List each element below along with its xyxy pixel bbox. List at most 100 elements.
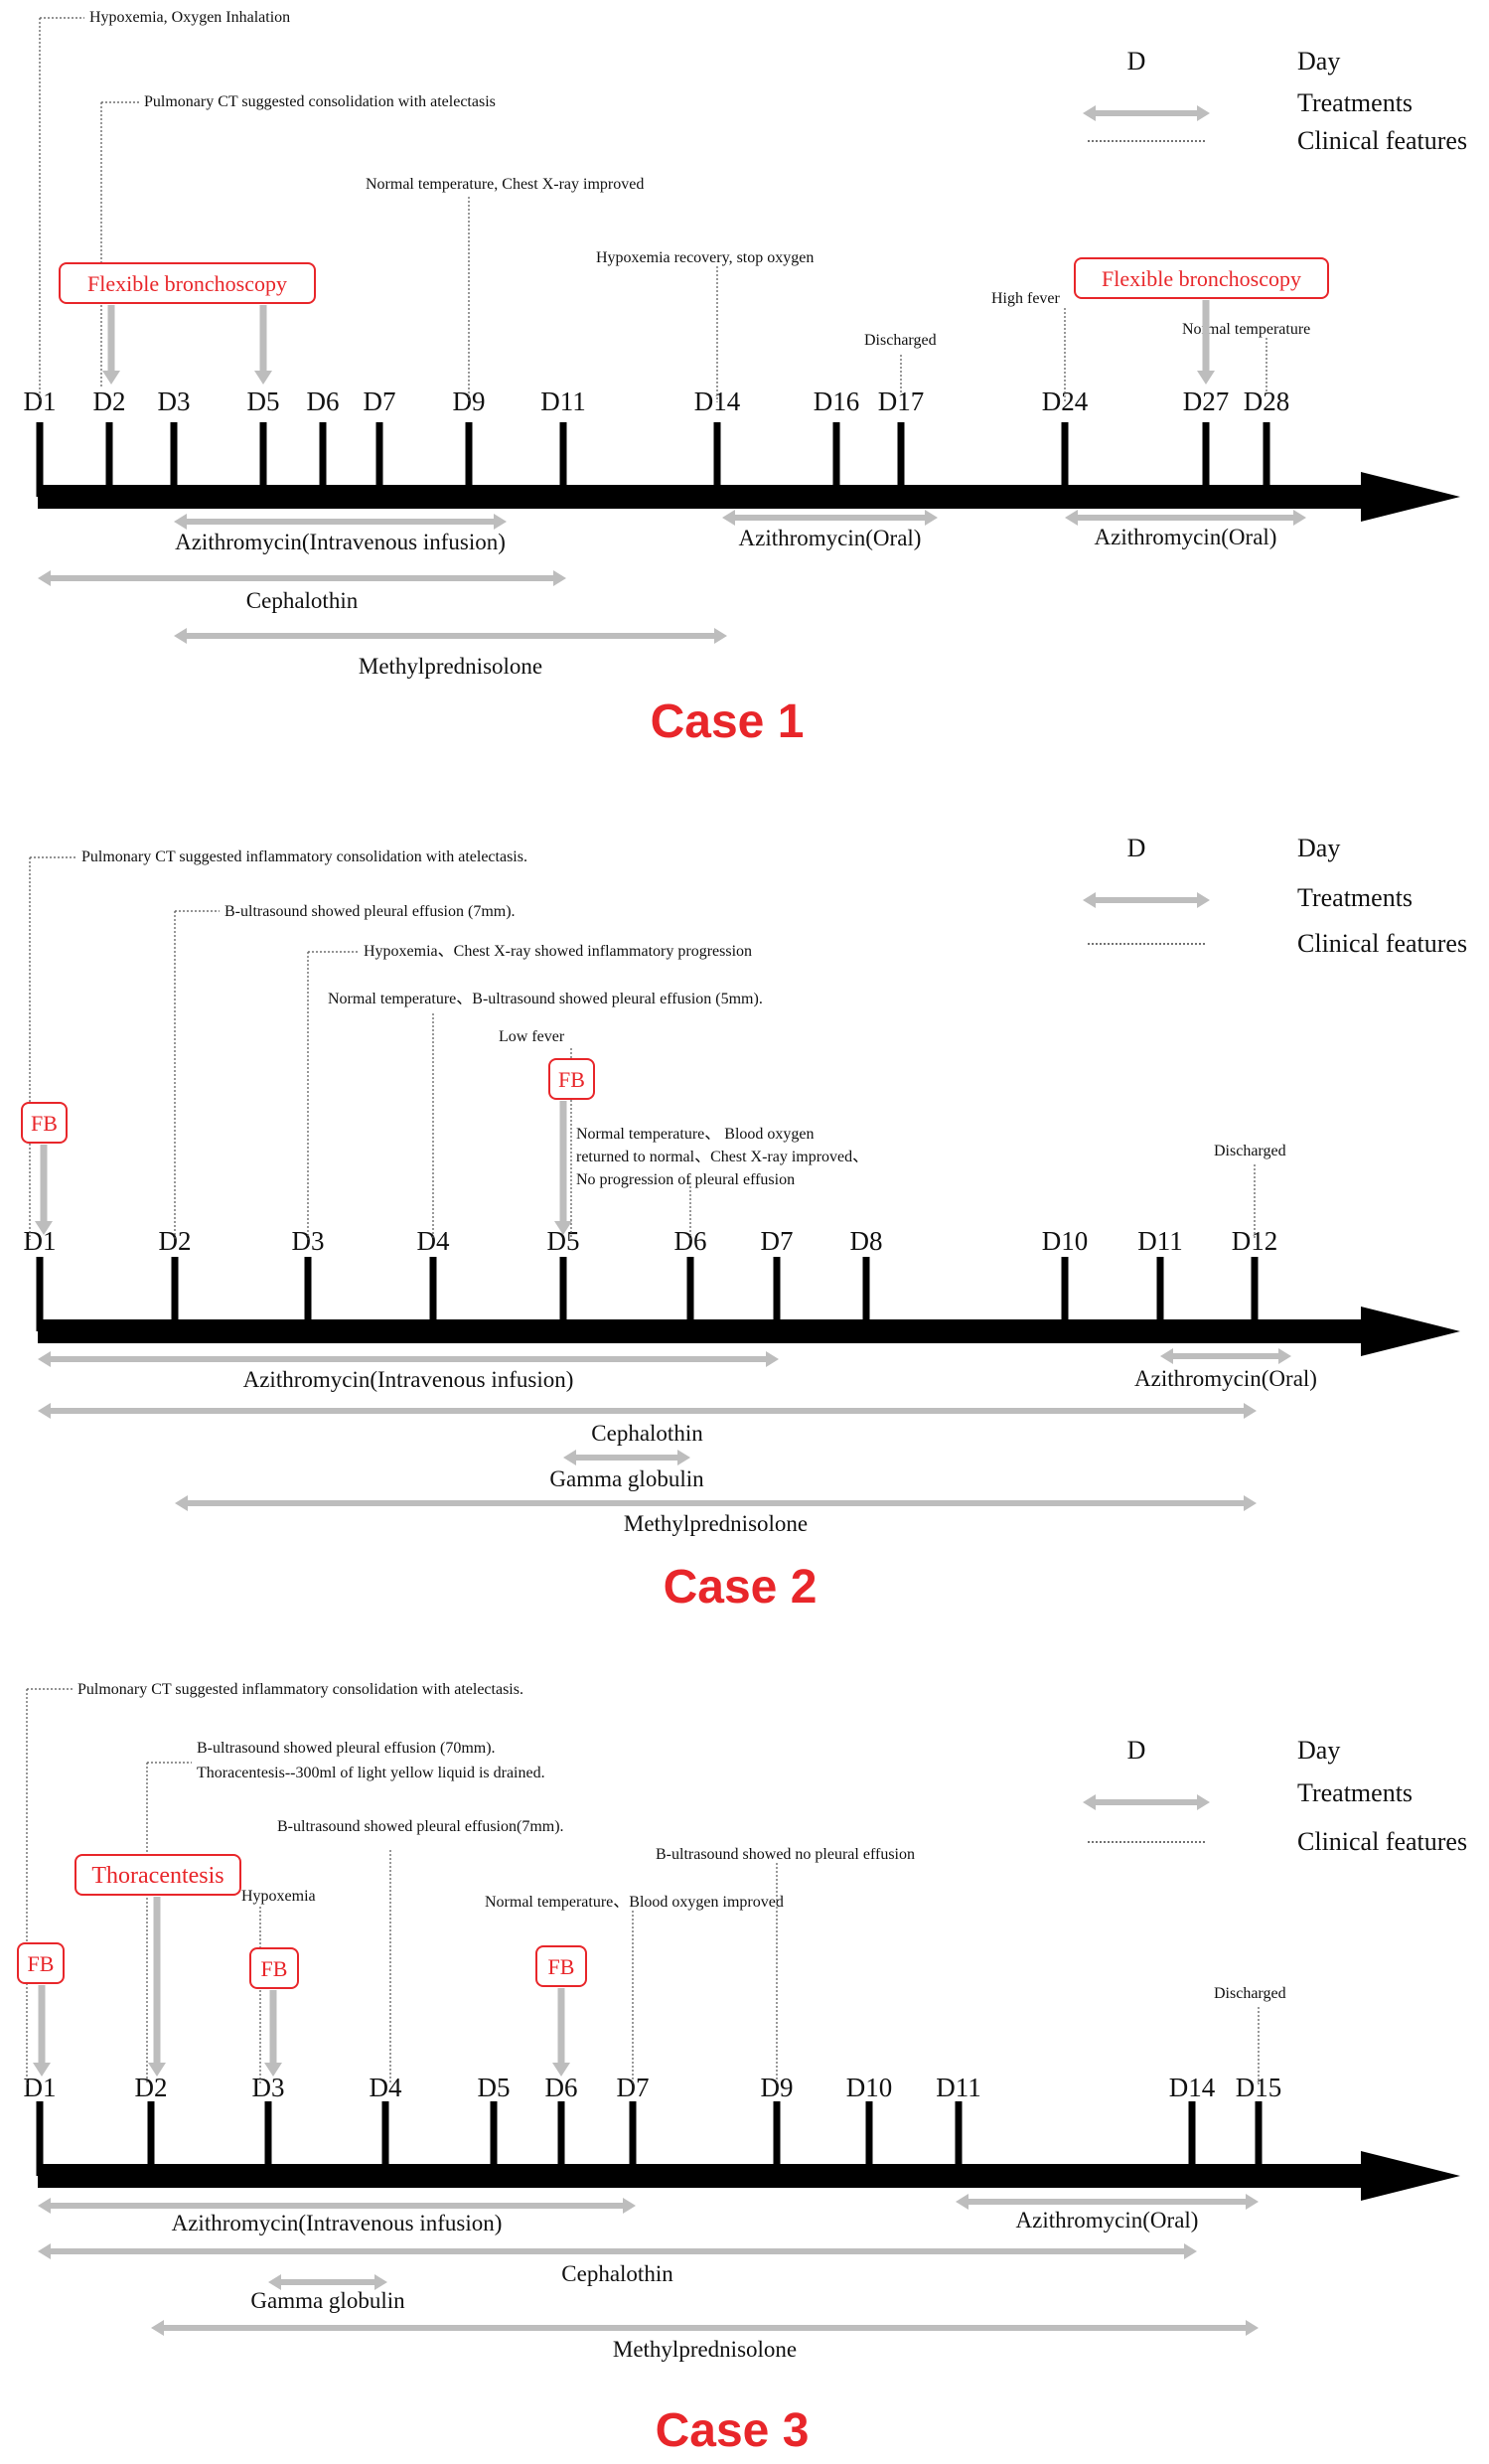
day-tick-D10 bbox=[1061, 1257, 1069, 1331]
treatment-label: Azithromycin(Intravenous infusion) bbox=[172, 2211, 503, 2235]
procedure-2 bbox=[254, 305, 272, 385]
day-tick-D12 bbox=[1251, 1257, 1259, 1331]
clinical-feature-2: B-ultrasound showed pleural effusion (70… bbox=[146, 1740, 545, 2084]
day-tick-D6 bbox=[319, 422, 327, 497]
procedure-arrow bbox=[33, 1985, 51, 2077]
treatment-arrow-head-left bbox=[174, 628, 187, 644]
treatment-arrow bbox=[38, 1351, 779, 1367]
treatment-arrow-head-left bbox=[151, 2320, 164, 2336]
procedure-2: FB bbox=[548, 1058, 595, 1235]
procedure-arrow-head bbox=[102, 371, 120, 385]
treatment-arrow-head-left bbox=[38, 570, 51, 586]
legend-day-symbol: D bbox=[1127, 47, 1146, 76]
day-label-D6: D6 bbox=[545, 2073, 578, 2102]
treatment-arrow-head-left bbox=[956, 2194, 968, 2210]
day-label-D15: D15 bbox=[1236, 2073, 1282, 2102]
day-label-D8: D8 bbox=[850, 1226, 883, 1256]
procedure-box bbox=[59, 262, 316, 304]
day-tick-D11 bbox=[559, 422, 567, 497]
treatment-label: Cephalothin bbox=[561, 2261, 673, 2286]
day-label-D11: D11 bbox=[540, 386, 586, 416]
treatment-arrow-head-right bbox=[677, 1450, 690, 1465]
legend-treatment-arrow-head-left bbox=[1083, 892, 1096, 908]
treatment-arrow bbox=[175, 1495, 1257, 1511]
procedure-2: Thoracentesis bbox=[74, 1854, 241, 2077]
treatment-arrow-head-right bbox=[1293, 510, 1306, 526]
treatment-label: Azithromycin(Oral) bbox=[1134, 1366, 1317, 1391]
treatment-arrow bbox=[722, 510, 938, 526]
day-label-D1: D1 bbox=[24, 2073, 57, 2102]
procedure-arrow-head bbox=[148, 2063, 166, 2077]
case-title-2: Case 2 bbox=[664, 1561, 818, 1614]
day-tick-D14 bbox=[1188, 2101, 1196, 2176]
day-tick-D5 bbox=[490, 2101, 498, 2176]
treatment-arrow-head-left bbox=[175, 1495, 188, 1511]
day-label-D16: D16 bbox=[814, 386, 860, 416]
day-tick-D28 bbox=[1263, 422, 1270, 497]
clinical-text: Normal temperature、Blood oxygen improved bbox=[485, 1894, 784, 1911]
day-tick-D2 bbox=[105, 422, 113, 497]
clinical-feature-4: B-ultrasound showed pleural effusion(7mm… bbox=[277, 1818, 564, 2084]
legend-day-label: Day bbox=[1297, 834, 1340, 862]
treatment-label: Azithromycin(Oral) bbox=[739, 526, 922, 550]
clinical-text: Discharged bbox=[1214, 1985, 1286, 2002]
treatment-arrow-head-left bbox=[38, 1403, 51, 1419]
timeline-arrowhead bbox=[1361, 2151, 1460, 2201]
procedure-label: FB bbox=[261, 1956, 288, 1981]
day-tick-D10 bbox=[865, 2101, 873, 2176]
treatment-arrow-head-left bbox=[1065, 510, 1078, 526]
treatment-arrow-head-left bbox=[563, 1450, 576, 1465]
procedure-label: Flexible bronchoscopy bbox=[87, 271, 287, 296]
day-tick-D11 bbox=[1156, 1257, 1164, 1331]
legend-day-symbol: D bbox=[1127, 1736, 1146, 1765]
day-tick-D5 bbox=[559, 1257, 567, 1331]
procedure-arrow-head bbox=[554, 1221, 572, 1235]
clinical-text: Normal temperature, Chest X-ray improved bbox=[366, 176, 644, 193]
legend-treatments-label: Treatments bbox=[1297, 883, 1413, 912]
treatment-arrow bbox=[38, 1403, 1257, 1419]
day-tick-D6 bbox=[686, 1257, 694, 1331]
legend-treatments-label: Treatments bbox=[1297, 88, 1413, 117]
day-label-D4: D4 bbox=[417, 1226, 450, 1256]
treatment-3: Cephalothin bbox=[38, 2243, 1197, 2286]
clinical-text: Pulmonary CT suggested inflammatory cons… bbox=[81, 848, 527, 865]
day-tick-D15 bbox=[1255, 2101, 1263, 2176]
clinical-feature-2: B-ultrasound showed pleural effusion (7m… bbox=[174, 903, 516, 1240]
treatment-label: Methylprednisolone bbox=[624, 1511, 808, 1536]
treatment-4: Cephalothin bbox=[38, 570, 566, 613]
treatment-arrow bbox=[38, 2243, 1197, 2259]
legend-treatment-arrow-head-right bbox=[1197, 105, 1210, 121]
day-tick-D3 bbox=[304, 1257, 312, 1331]
clinical-feature-6: High fever bbox=[991, 290, 1066, 402]
legend-day-symbol: D bbox=[1127, 834, 1146, 862]
procedure-arrow bbox=[148, 1897, 166, 2077]
legend-day-label: Day bbox=[1297, 47, 1340, 76]
legend-treatment-arrow-head-right bbox=[1197, 1794, 1210, 1810]
treatment-arrow-head-left bbox=[722, 510, 735, 526]
clinical-feature-1: Hypoxemia, Oxygen Inhalation bbox=[39, 9, 290, 402]
treatment-5: Methylprednisolone bbox=[175, 1495, 1257, 1536]
day-label-D12: D12 bbox=[1232, 1226, 1278, 1256]
legend-treatment-arrow-head-left bbox=[1083, 105, 1096, 121]
day-label-D6: D6 bbox=[307, 386, 340, 416]
treatment-arrow bbox=[1160, 1348, 1291, 1364]
clinical-feature-7: Discharged bbox=[1214, 1985, 1286, 2084]
treatment-label: Gamma globulin bbox=[549, 1466, 704, 1491]
procedure-4: FB bbox=[535, 1945, 587, 2077]
day-tick-D17 bbox=[897, 422, 905, 497]
day-tick-D6 bbox=[557, 2101, 565, 2176]
treatment-arrow bbox=[563, 1450, 690, 1465]
day-tick-D7 bbox=[629, 2101, 637, 2176]
day-tick-D1 bbox=[36, 1257, 44, 1331]
legend-treatment-arrow bbox=[1083, 1794, 1210, 1810]
clinical-feature-4: Normal temperature、B-ultrasound showed p… bbox=[328, 991, 763, 1240]
procedure-arrow bbox=[554, 1101, 572, 1235]
day-label-D2: D2 bbox=[93, 386, 126, 416]
treatment-arrow bbox=[268, 2274, 387, 2290]
clinical-text-line: B-ultrasound showed pleural effusion (70… bbox=[197, 1740, 496, 1757]
day-tick-D5 bbox=[259, 422, 267, 497]
procedure-arrow-head bbox=[35, 1221, 53, 1235]
day-label-D5: D5 bbox=[478, 2073, 511, 2102]
treatment-arrow-head-left bbox=[174, 514, 187, 530]
